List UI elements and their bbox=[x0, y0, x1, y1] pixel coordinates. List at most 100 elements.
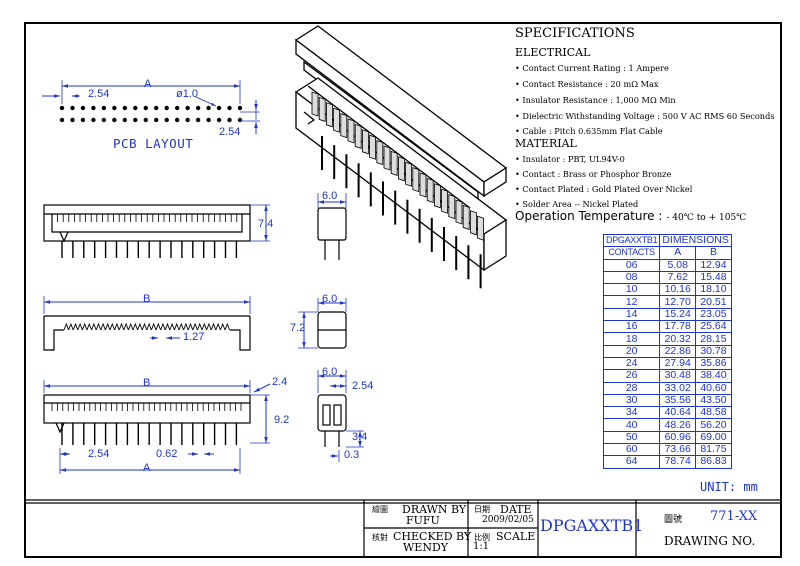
side-view-top bbox=[317, 207, 347, 260]
saw-tooth bbox=[81, 322, 88, 331]
pcb-hole bbox=[101, 117, 107, 123]
dim-bottom-pitch: 2.54 bbox=[88, 448, 110, 460]
pcb-hole bbox=[112, 117, 117, 123]
saw-tooth bbox=[192, 322, 198, 331]
pcb-dim-a: A bbox=[144, 78, 152, 90]
electrical-heading: ELECTRICAL bbox=[515, 46, 591, 59]
pcb-dim-row: 2.54 bbox=[219, 126, 241, 138]
pcb-hole bbox=[206, 117, 211, 123]
pcb-layout-label: PCB LAYOUT bbox=[113, 136, 194, 151]
spec-electrical-line: • Contact Current Rating : 1 Ampere bbox=[515, 63, 669, 73]
dim-b-cell: 38.40 bbox=[695, 369, 732, 383]
saw-tooth bbox=[72, 322, 79, 331]
front-view-top-pins bbox=[61, 241, 238, 258]
pcb-hole bbox=[227, 117, 232, 123]
pcb-hole bbox=[91, 105, 96, 111]
dim-bottom-062: 0.62 bbox=[156, 448, 178, 460]
saw-tooth bbox=[114, 322, 120, 331]
dim-92: 9.2 bbox=[274, 414, 290, 426]
dim-b-bottom: B bbox=[143, 377, 151, 389]
front-view-middle-teeth bbox=[63, 322, 231, 331]
dim-side-pitch: 2.54 bbox=[352, 380, 374, 392]
saw-tooth bbox=[91, 322, 97, 331]
pcb-hole bbox=[154, 105, 159, 111]
front-view-top-teeth bbox=[51, 214, 238, 222]
pcb-hole bbox=[143, 117, 148, 123]
dim-b-cell: 35.86 bbox=[695, 356, 732, 371]
pcb-hole bbox=[59, 117, 65, 123]
contacts-cell: 26 bbox=[602, 369, 661, 383]
pcb-hole bbox=[195, 105, 201, 111]
table-header-dimensions: DIMENSIONS bbox=[659, 233, 732, 248]
saw-tooth bbox=[104, 322, 111, 331]
iso-contact bbox=[441, 188, 448, 214]
pcb-hole bbox=[59, 105, 65, 111]
iso-contact bbox=[362, 129, 369, 155]
pcb-hole bbox=[216, 117, 222, 123]
material-heading: MATERIAL bbox=[515, 137, 577, 150]
saw-tooth bbox=[164, 322, 171, 331]
pcb-hole-grid bbox=[59, 105, 243, 123]
saw-tooth bbox=[63, 322, 70, 331]
saw-tooth bbox=[123, 322, 129, 331]
contacts-cell: 64 bbox=[602, 455, 661, 469]
pcb-hole bbox=[91, 117, 96, 123]
iso-contact bbox=[470, 210, 477, 236]
contacts-cell: 10 bbox=[602, 283, 661, 297]
spec-material-line: • Contact Plated : Gold Plated Over Nick… bbox=[515, 184, 693, 194]
drawing-no-label: DRAWING NO. bbox=[664, 534, 756, 548]
spec-electrical-line: • Contact Resistance : 20 mΩ Max bbox=[515, 79, 659, 89]
pcb-hole bbox=[122, 105, 128, 111]
part-number: DPGAXXTB1 bbox=[540, 516, 644, 535]
dim-a-cell: 10.16 bbox=[659, 283, 697, 297]
dim-b-cell: 20.51 bbox=[695, 295, 732, 309]
dim-b-cell: 48.58 bbox=[695, 406, 732, 420]
iso-contact bbox=[462, 204, 470, 230]
pcb-hole bbox=[80, 117, 86, 123]
dim-b-cell: 12.94 bbox=[695, 258, 732, 272]
drawn-by-label: DRAWN BY bbox=[402, 503, 467, 516]
table-header-a: A bbox=[659, 246, 697, 260]
dim-a-cell: 35.56 bbox=[659, 393, 697, 408]
iso-contact bbox=[412, 167, 420, 193]
spec-material-line: • Insulator : PBT, UL94V-0 bbox=[515, 154, 625, 164]
dim-bottom-a: A bbox=[143, 462, 151, 474]
saw-tooth bbox=[206, 322, 212, 331]
iso-contact bbox=[383, 145, 391, 171]
front-view-bottom-teeth bbox=[51, 403, 242, 411]
title-block-grid bbox=[24, 499, 782, 558]
drawing-frame bbox=[24, 22, 782, 558]
pcb-hole bbox=[174, 117, 180, 123]
side-view-middle bbox=[317, 311, 347, 349]
contacts-cell: 20 bbox=[602, 344, 661, 358]
saw-tooth bbox=[183, 322, 189, 331]
saw-tooth bbox=[178, 322, 185, 331]
contacts-cell: 12 bbox=[602, 295, 661, 309]
pcb-hole bbox=[80, 105, 86, 111]
iso-contact bbox=[376, 140, 384, 166]
scale-value: 1:1 bbox=[473, 541, 490, 552]
contacts-cell: 18 bbox=[602, 332, 661, 346]
dim-b-cell: 69.00 bbox=[695, 430, 732, 445]
saw-tooth bbox=[155, 322, 162, 331]
dim-24: 2.4 bbox=[272, 376, 288, 388]
dim-b-cell: 40.60 bbox=[695, 381, 732, 395]
pcb-hole bbox=[143, 105, 148, 111]
op-temp-value: - 40℃ to + 105℃ bbox=[666, 213, 747, 223]
contacts-cell: 40 bbox=[602, 418, 661, 432]
side-view-bottom bbox=[317, 394, 347, 447]
contacts-cell: 24 bbox=[602, 356, 661, 371]
front-view-middle bbox=[43, 315, 251, 351]
drawing-no-cjk: 圖號 bbox=[664, 515, 683, 525]
front-view-bottom bbox=[43, 394, 251, 445]
